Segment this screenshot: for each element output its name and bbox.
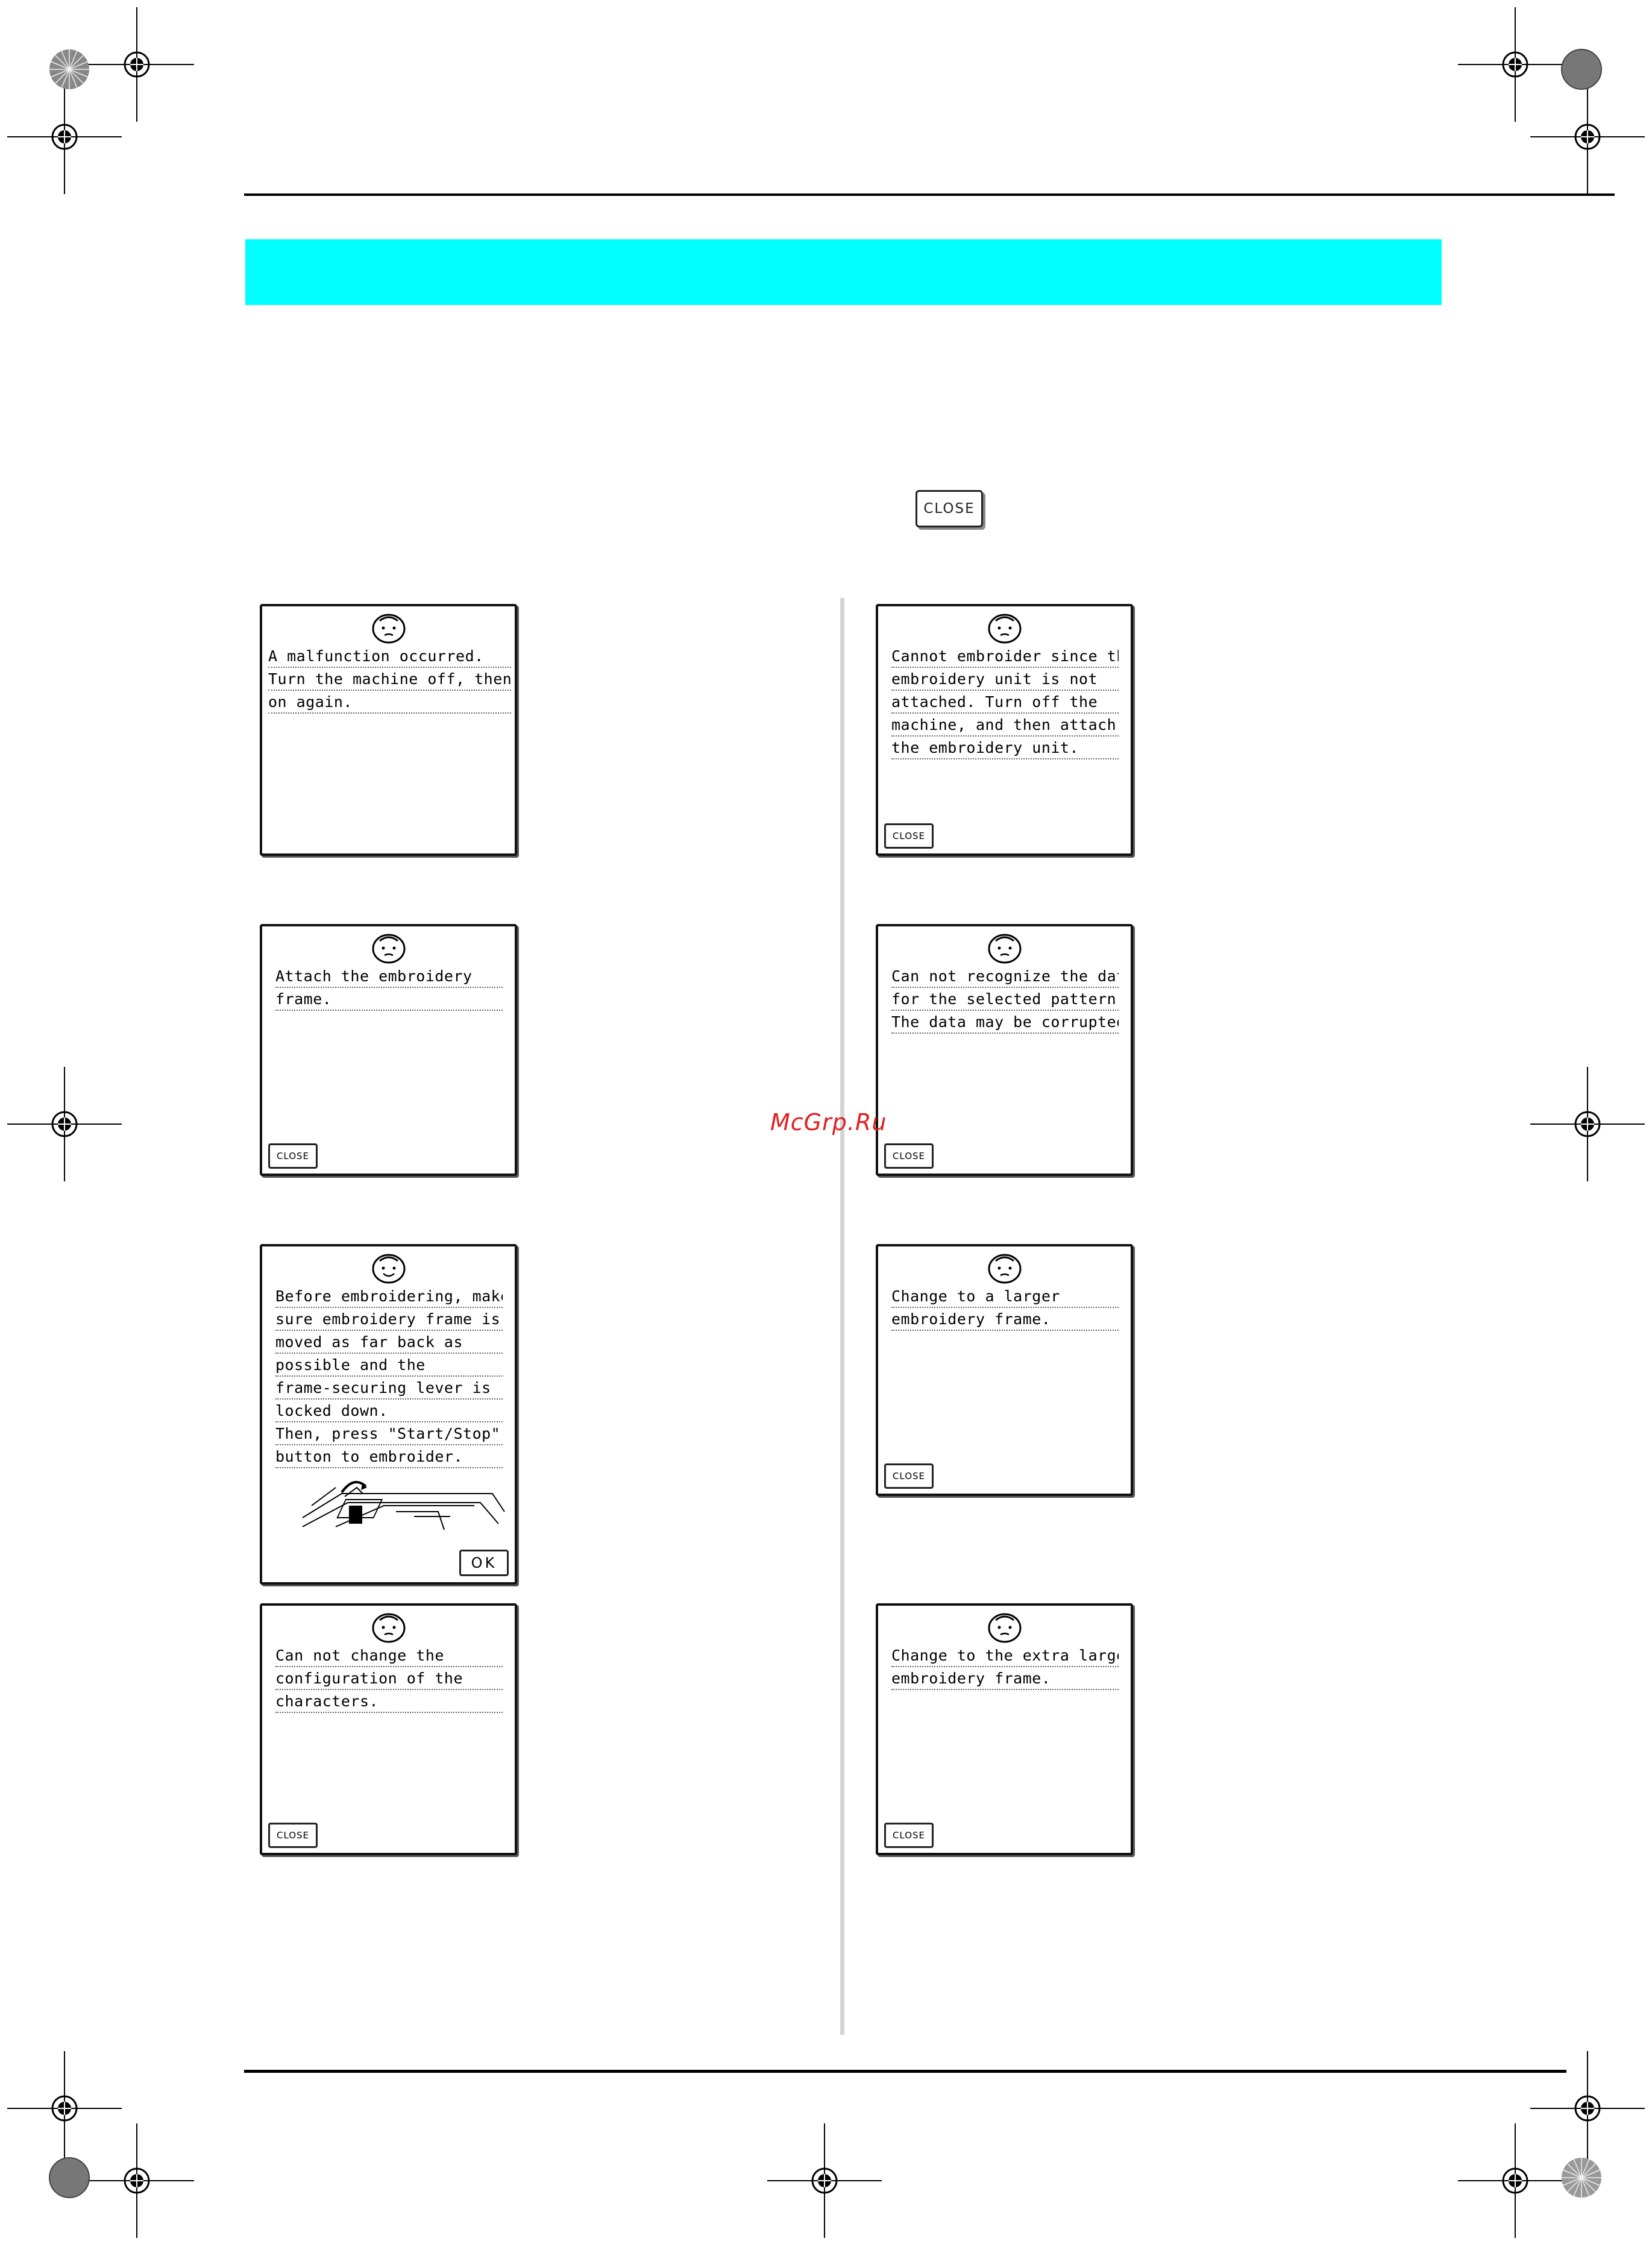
section-header-band [245,239,1442,305]
message-line: The data may be corrupted. [891,1012,1119,1034]
ok-button[interactable]: OK [459,1550,509,1576]
face-icon [987,1612,1022,1643]
registration-mark-icon [7,1067,122,1181]
dialog-message: A malfunction occurred. Turn the machine… [268,646,511,715]
dialog-extra-large-frame: Change to the extra large embroidery fra… [876,1603,1133,1855]
face-icon [371,1252,406,1284]
message-line: configuration of the [275,1668,503,1690]
message-line: A malfunction occurred. [268,646,511,668]
color-target-icon [48,48,90,90]
dialog-message: Can not recognize the data for the selec… [891,966,1119,1035]
dialog-unit-not-attached: Cannot embroider since the embroidery un… [876,604,1133,856]
dialog-message: Change to a larger embroidery frame. [891,1286,1119,1332]
column-divider [840,598,844,2035]
registration-mark-icon [1530,1067,1645,1181]
face-icon [371,932,406,964]
dialog-message: Cannot embroider since the embroidery un… [891,646,1119,761]
message-line: sure embroidery frame is [275,1309,503,1331]
dialog-close-button[interactable]: CLOSE [268,1143,318,1169]
face-icon [371,1612,406,1643]
dialog-close-button[interactable]: CLOSE [884,1823,934,1848]
message-line: possible and the [275,1355,503,1377]
message-line: button to embroider. [275,1447,503,1468]
face-icon [987,932,1022,964]
registration-mark-icon [1530,2051,1645,2166]
dialog-close-button[interactable]: CLOSE [268,1823,318,1848]
registration-mark-icon [1458,2123,1572,2238]
color-target-icon [48,2157,90,2199]
message-line: locked down. [275,1401,503,1422]
message-line: on again. [268,692,511,714]
message-line: characters. [275,1691,503,1713]
message-line: Change to a larger [891,1286,1119,1308]
face-icon [371,612,406,644]
message-line: the embroidery unit. [891,738,1119,759]
message-line: Before embroidering, make [275,1286,503,1308]
watermark-text: McGrp.Ru [770,1109,887,1136]
dialog-message: Change to the extra large embroidery fra… [891,1645,1119,1691]
dialog-malfunction: A malfunction occurred. Turn the machine… [260,604,517,856]
registration-mark-icon [80,7,194,122]
registration-mark-icon [80,2123,194,2238]
bottom-rule [244,2070,1566,2073]
message-line: embroidery frame. [891,1309,1119,1331]
message-line: Cannot embroider since the [891,646,1119,668]
message-line: for the selected pattern. [891,989,1119,1011]
dialog-close-button[interactable]: CLOSE [884,823,934,849]
message-line: moved as far back as [275,1332,503,1354]
dialog-close-button[interactable]: CLOSE [884,1143,934,1169]
message-line: Attach the embroidery [275,966,503,988]
message-line: Turn the machine off, then [268,669,511,691]
dialog-larger-frame: Change to a larger embroidery frame. CLO… [876,1244,1133,1496]
face-icon [987,1252,1022,1284]
frame-lever-illustration [300,1469,510,1536]
color-target-icon [1560,2157,1603,2199]
message-line: frame-securing lever is [275,1378,503,1400]
registration-mark-icon [1458,7,1572,122]
dialog-message: Can not change the configuration of the … [275,1645,503,1714]
registration-mark-icon [1530,80,1645,194]
dialog-cannot-change-config: Can not change the configuration of the … [260,1603,517,1855]
dialog-data-corrupted: Can not recognize the data for the selec… [876,924,1133,1176]
message-line: Can not change the [275,1645,503,1667]
message-line: Change to the extra large [891,1645,1119,1667]
dialog-close-button[interactable]: CLOSE [884,1463,934,1489]
registration-mark-icon [767,2123,882,2238]
message-line: embroidery frame. [891,1668,1119,1690]
message-line: Then, press "Start/Stop" [275,1424,503,1445]
registration-mark-icon [7,80,122,194]
color-target-icon [1560,48,1603,90]
message-line: frame. [275,989,503,1011]
message-line: attached. Turn off the [891,692,1119,714]
face-icon [987,612,1022,644]
dialog-message: Attach the embroidery frame. [275,966,503,1012]
top-rule [244,193,1615,196]
message-line: Can not recognize the data [891,966,1119,988]
message-line: machine, and then attach [891,715,1119,737]
dialog-before-embroidering: Before embroidering, make sure embroider… [260,1244,517,1585]
close-button[interactable]: CLOSE [916,490,983,527]
registration-mark-icon [7,2051,122,2166]
dialog-message: Before embroidering, make sure embroider… [275,1286,503,1469]
message-line: embroidery unit is not [891,669,1119,691]
dialog-attach-frame: Attach the embroidery frame. CLOSE [260,924,517,1176]
